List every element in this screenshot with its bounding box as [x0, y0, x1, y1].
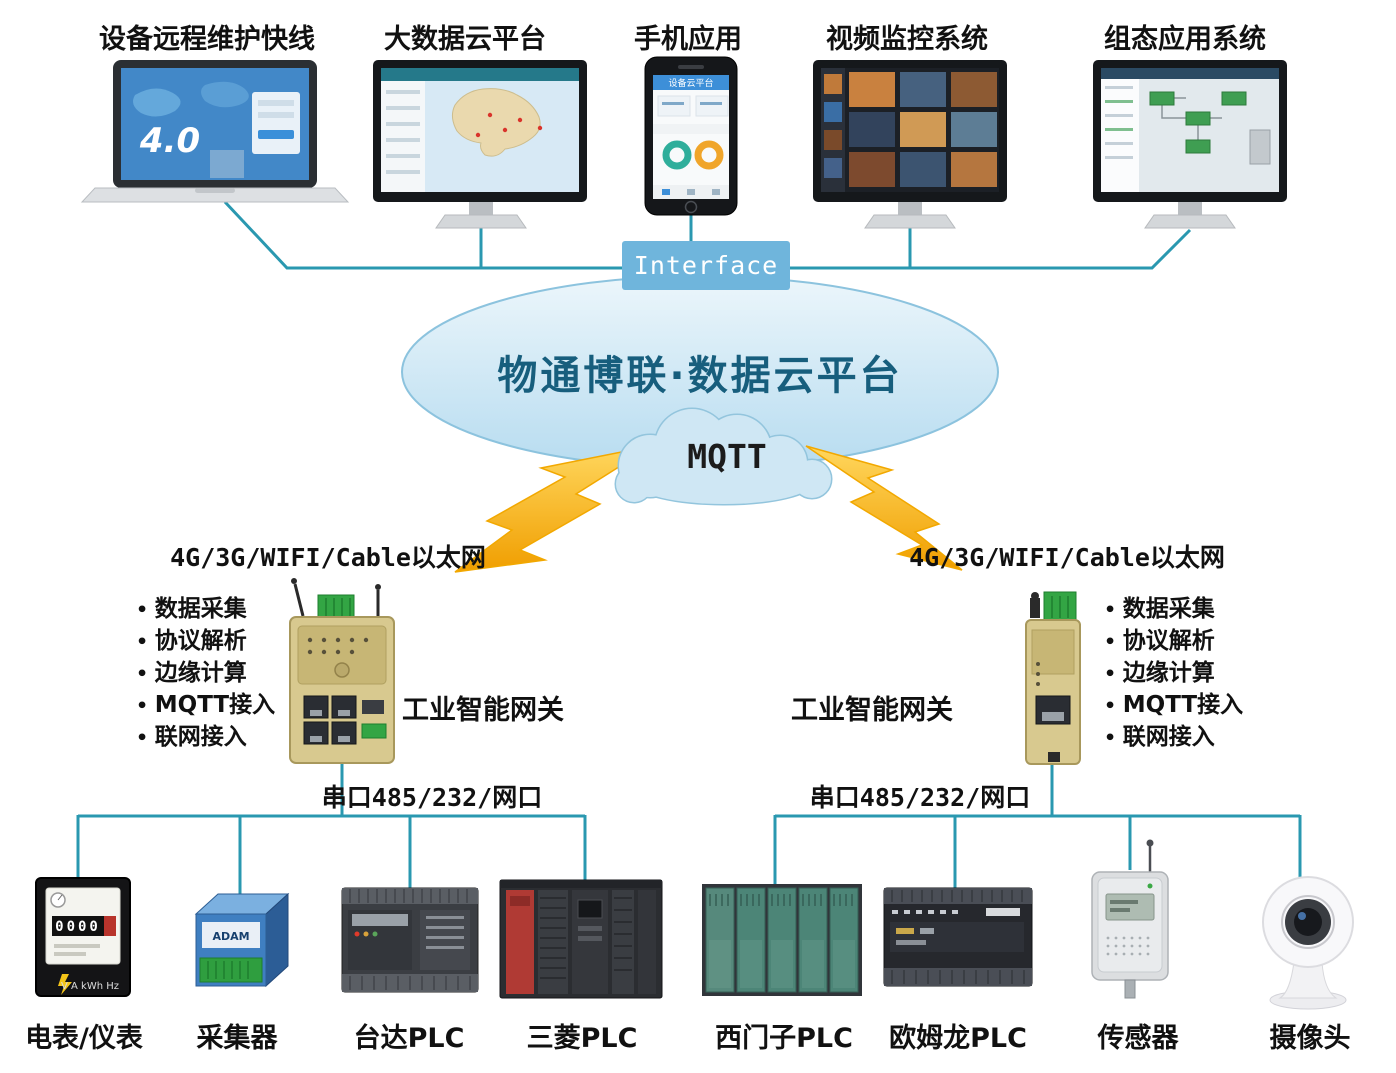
- label-delta-plc: 台达PLC: [353, 1023, 465, 1054]
- feature-item: 数据采集: [136, 594, 275, 626]
- feature-text: 协议解析: [1122, 628, 1215, 654]
- gateway-left-illustration: [289, 578, 395, 764]
- feature-item: 联网接入: [1104, 722, 1243, 754]
- label-omron-plc: 欧姆龙PLC: [889, 1023, 1027, 1054]
- label-power-meter: 电表/仪表: [25, 1023, 143, 1054]
- label-siemens-plc: 西门子PLC: [715, 1023, 853, 1054]
- cloud-platform-title: 物通博联·数据云平台: [497, 353, 903, 399]
- omron-plc-illustration: [883, 887, 1033, 987]
- phone-illustration: 设备云平台: [644, 56, 738, 216]
- mqtt-label: MQTT: [687, 437, 767, 476]
- camera-illustration: [1262, 876, 1354, 1010]
- feature-text: 数据采集: [1122, 596, 1215, 622]
- label-sensor: 传感器: [1097, 1023, 1179, 1054]
- mitsubishi-plc-illustration: [499, 879, 663, 999]
- meter-display: 0000: [55, 919, 101, 935]
- downlink-label-left: 串口485/232/网口: [321, 783, 543, 812]
- interface-label: Interface: [633, 251, 779, 280]
- label-mobile-app: 手机应用: [634, 24, 742, 55]
- feature-item: 联网接入: [136, 722, 275, 754]
- label-collector: 采集器: [196, 1023, 278, 1054]
- scada-monitor-illustration: [1093, 60, 1287, 229]
- label-camera: 摄像头: [1269, 1023, 1351, 1054]
- feature-item: 数据采集: [1104, 594, 1243, 626]
- feature-item: MQTT接入: [1104, 690, 1243, 722]
- uplink-label-right: 4G/3G/WIFI/Cable以太网: [909, 543, 1225, 572]
- gateway-left-label: 工业智能网关: [402, 695, 564, 726]
- label-bigdata-platform: 大数据云平台: [384, 24, 546, 55]
- feature-item: 协议解析: [1104, 626, 1243, 658]
- lightning-bolt-left: [454, 445, 653, 573]
- gateway-right-label: 工业智能网关: [791, 695, 953, 726]
- feature-text: 联网接入: [154, 724, 247, 750]
- sensor-illustration: [1091, 839, 1169, 999]
- bigdata-monitor-illustration: [373, 60, 587, 229]
- label-remote-maintenance: 设备远程维护快线: [99, 24, 315, 55]
- label-mitsubishi-plc: 三菱PLC: [526, 1023, 638, 1054]
- feature-text: 边缘计算: [1122, 660, 1215, 686]
- feature-text: 协议解析: [154, 628, 247, 654]
- siemens-plc-illustration: [702, 884, 862, 996]
- feature-text: 边缘计算: [154, 660, 247, 686]
- power-meter-illustration: 0000 V A kWh Hz: [35, 877, 131, 997]
- feature-text: 联网接入: [1122, 724, 1215, 750]
- video-monitor-illustration: [813, 60, 1007, 229]
- mqtt-cloud: [614, 407, 833, 506]
- feature-text: 数据采集: [154, 596, 247, 622]
- lightning-bolt-right: [805, 445, 963, 571]
- io-module-brand: ADAM: [212, 930, 249, 943]
- label-video-surveillance: 视频监控系统: [826, 24, 988, 55]
- meter-units: V A kWh Hz: [61, 981, 119, 992]
- downlink-label-right: 串口485/232/网口: [809, 783, 1031, 812]
- gateway-right-features: 数据采集 协议解析 边缘计算 MQTT接入 联网接入: [1104, 594, 1243, 754]
- feature-item: 边缘计算: [136, 658, 275, 690]
- feature-item: 协议解析: [136, 626, 275, 658]
- feature-item: 边缘计算: [1104, 658, 1243, 690]
- phone-screen-title: 设备云平台: [668, 77, 713, 89]
- interface-box: Interface: [622, 241, 790, 290]
- gateway-right-illustration: [1025, 591, 1081, 765]
- feature-item: MQTT接入: [136, 690, 275, 722]
- label-scada-system: 组态应用系统: [1104, 24, 1266, 55]
- gateway-left-features: 数据采集 协议解析 边缘计算 MQTT接入 联网接入: [136, 594, 275, 754]
- uplink-label-left: 4G/3G/WIFI/Cable以太网: [170, 543, 486, 572]
- feature-text: MQTT接入: [1122, 692, 1244, 718]
- laptop-screen-text: 4.0: [139, 121, 200, 161]
- feature-text: MQTT接入: [154, 692, 276, 718]
- laptop-illustration: 4.0: [80, 60, 350, 203]
- delta-plc-illustration: [341, 887, 479, 993]
- io-module-illustration: ADAM: [194, 892, 290, 988]
